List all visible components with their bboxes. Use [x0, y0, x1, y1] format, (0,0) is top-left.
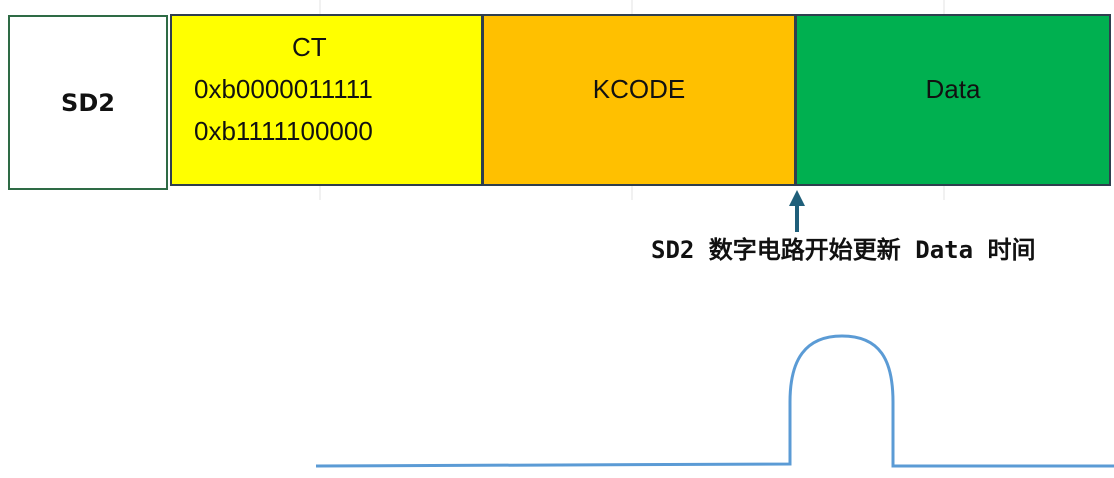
ct-title: CT: [292, 32, 327, 62]
up-arrow: [789, 190, 805, 232]
data-block: Data: [795, 14, 1111, 186]
kcode-block: KCODE: [482, 14, 796, 186]
ct-block: CT 0xb0000011111 0xb1111100000: [170, 14, 483, 186]
arrow-caption: SD2 数字电路开始更新 Data 时间: [651, 236, 1036, 264]
pulse-waveform: [315, 334, 1114, 468]
row-label-cell: SD2: [8, 15, 168, 190]
ct-value-1: 0xb0000011111: [194, 74, 373, 104]
kcode-label: KCODE: [592, 74, 686, 104]
row-label: SD2: [61, 88, 115, 117]
data-label: Data: [925, 74, 981, 104]
ct-value-2: 0xb1111100000: [194, 116, 373, 146]
